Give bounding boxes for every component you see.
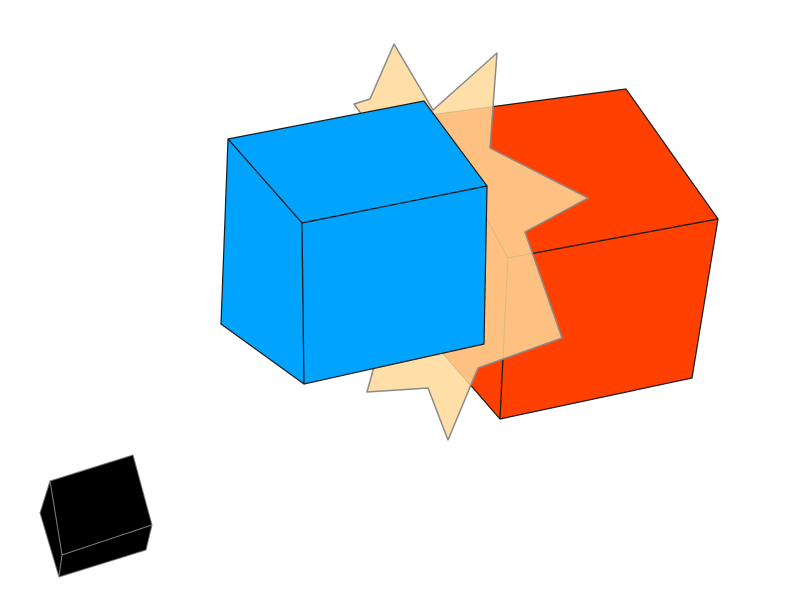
blue-cube bbox=[220, 100, 488, 385]
black-cube bbox=[39, 454, 153, 578]
black-cube-front-face bbox=[58, 524, 153, 578]
blue-cube-front-face bbox=[301, 185, 488, 385]
red-cube-front-face bbox=[499, 218, 719, 420]
